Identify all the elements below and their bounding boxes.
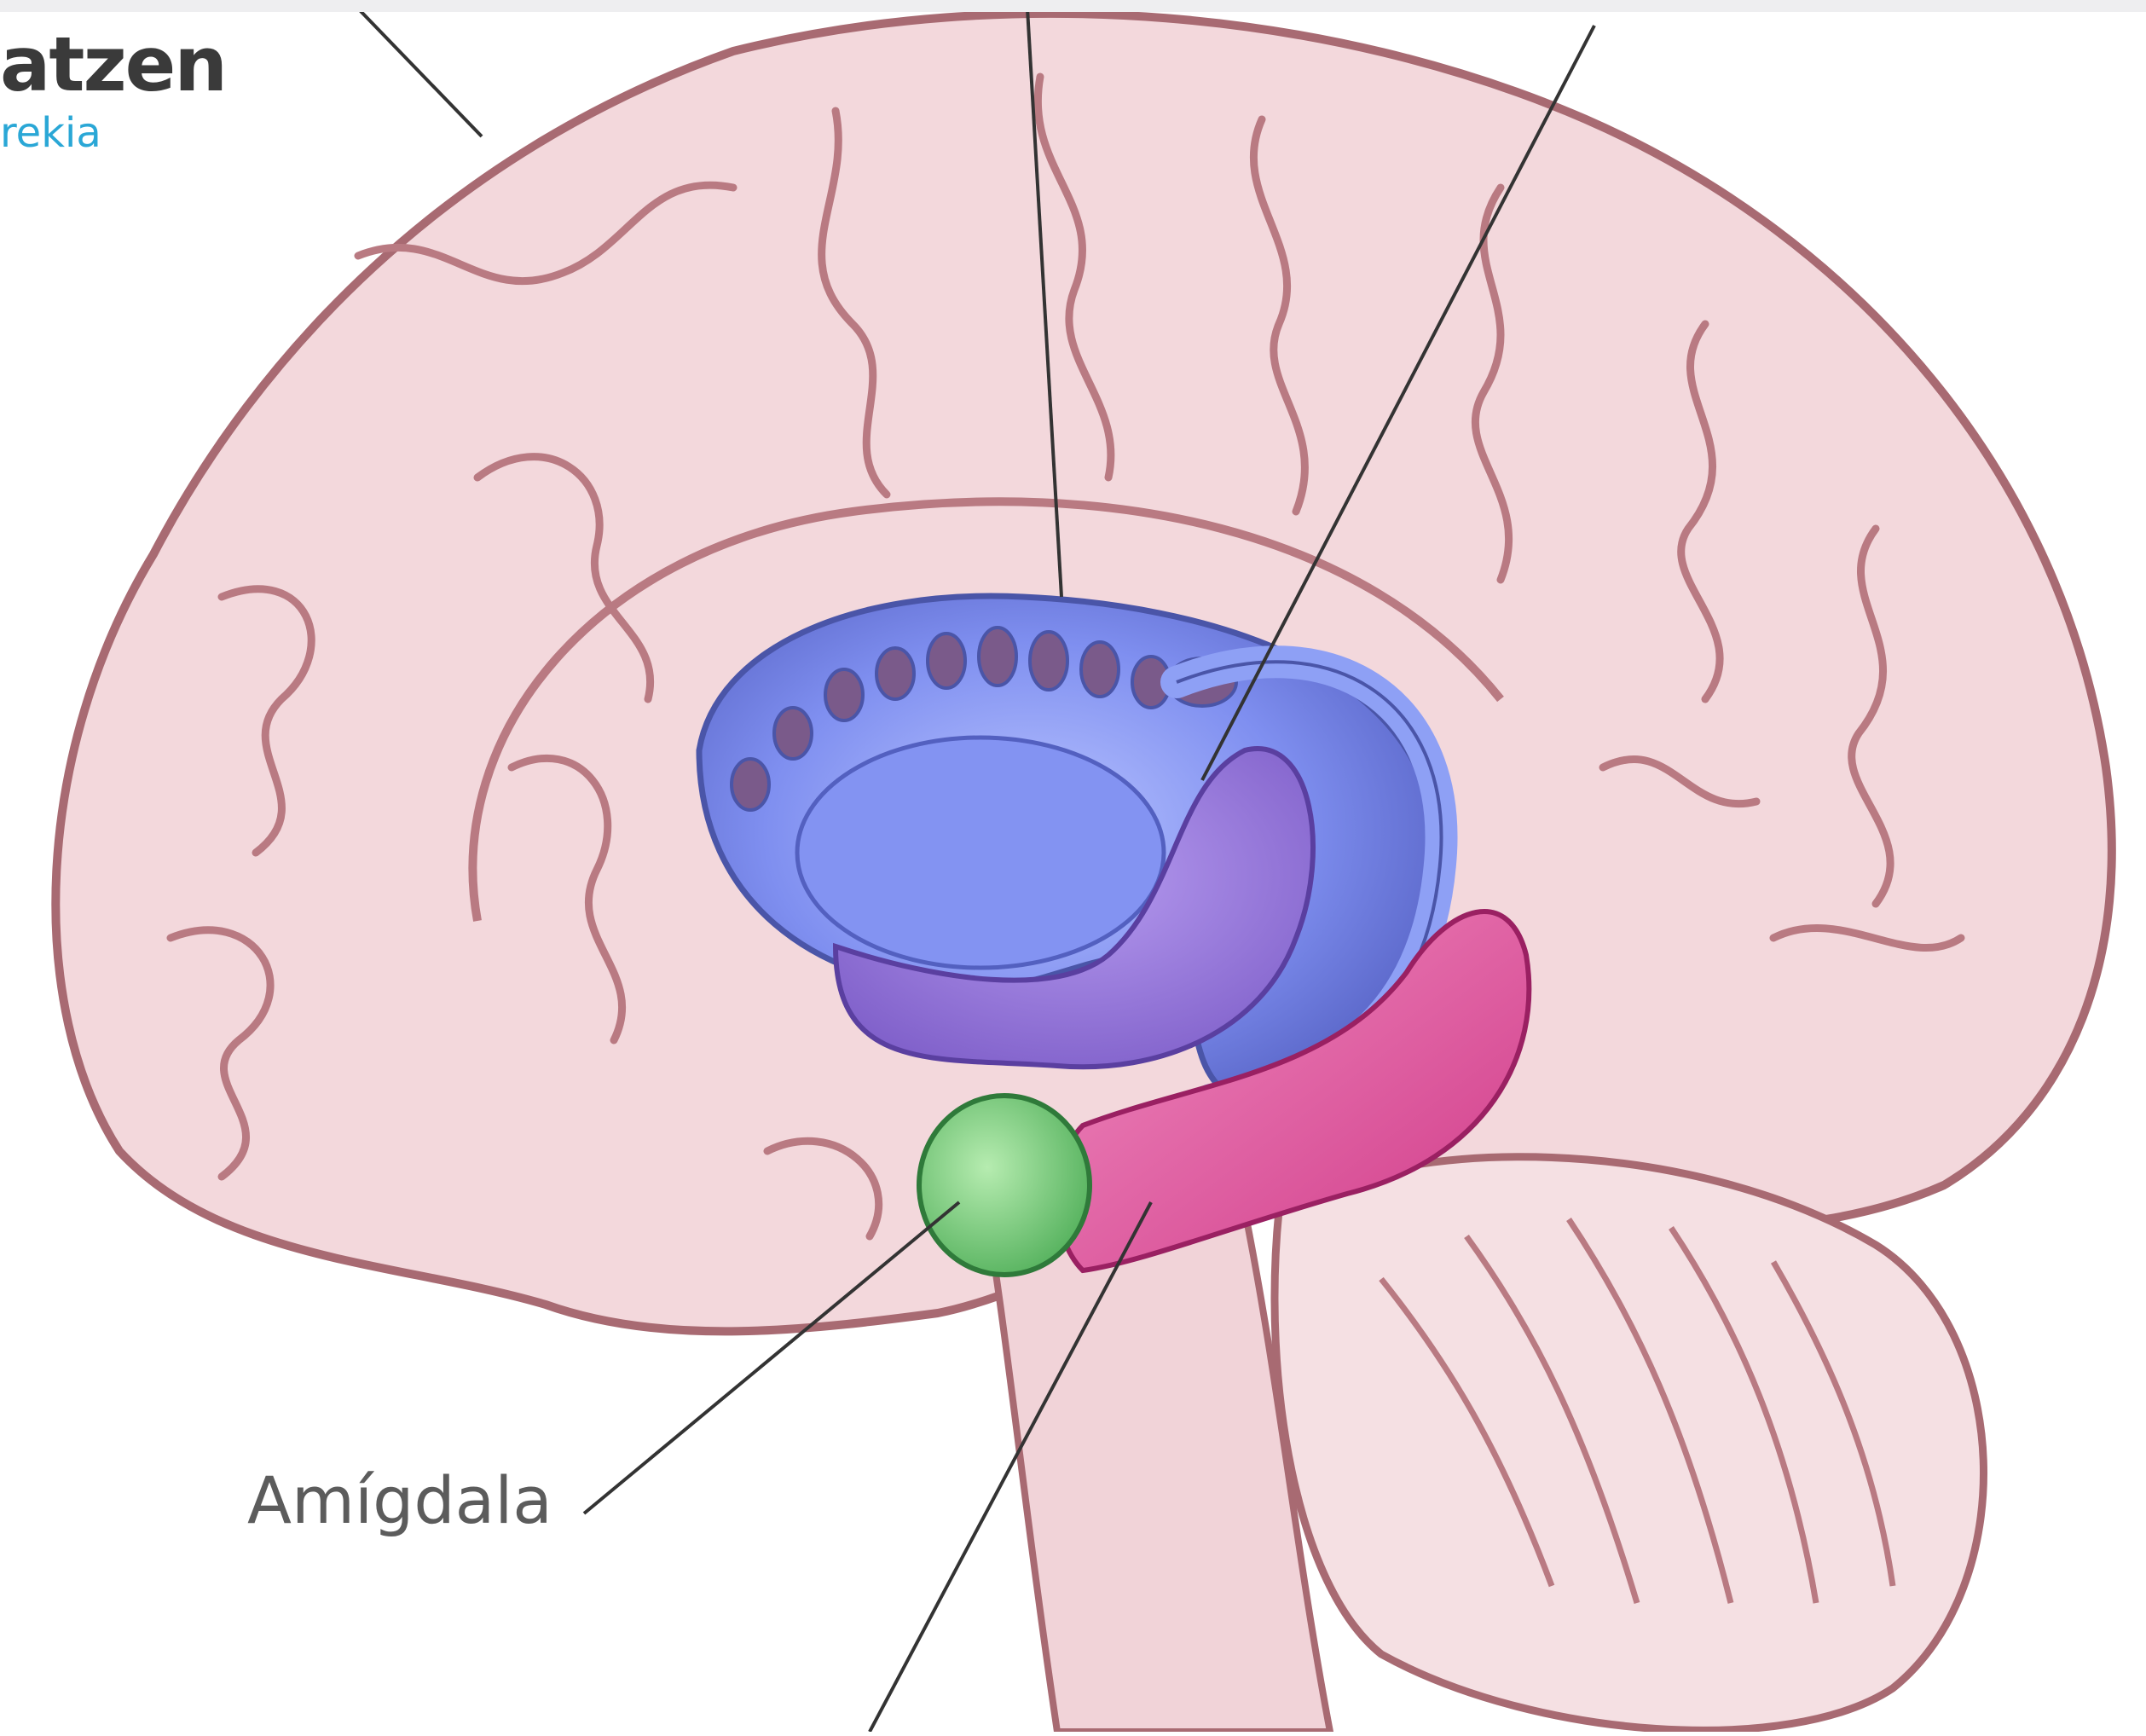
amygdala: [919, 1096, 1090, 1275]
top-strip: [0, 0, 2146, 12]
amygdala-label: Amígdala: [247, 1468, 552, 1533]
ventricle-body: [797, 738, 1164, 968]
logo-subtitle: rekia: [0, 113, 101, 153]
cerebellum: [1275, 1157, 1984, 1731]
leader-line-cortex: [358, 9, 482, 136]
logo-wordmark: atzen: [0, 27, 226, 102]
